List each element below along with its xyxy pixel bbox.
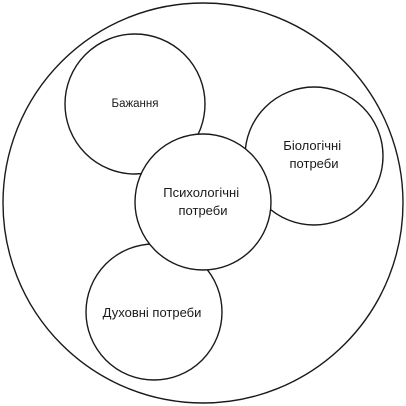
spiritual-needs-label: Духовні потреби bbox=[103, 305, 202, 320]
psychological-needs-circle bbox=[134, 133, 272, 271]
psychological-needs-label: Психологічні потреби bbox=[163, 185, 242, 218]
desires-label: Бажання bbox=[112, 98, 159, 110]
biological-needs-label: Біологічні потреби bbox=[283, 138, 344, 171]
desires-circle bbox=[64, 33, 206, 175]
